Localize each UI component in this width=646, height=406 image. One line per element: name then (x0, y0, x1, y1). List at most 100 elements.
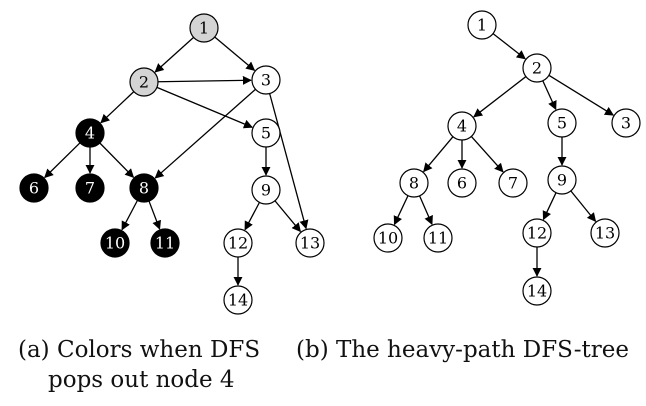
graph-a-edge-8-10 (121, 200, 139, 231)
graph-b-node-circle (547, 165, 577, 195)
graph-a-edge-4-6 (44, 142, 81, 179)
graph-a-node-label: 13 (300, 234, 320, 253)
graph-a-node-circle (251, 65, 281, 95)
graph-a-node-circle (251, 118, 281, 148)
graph-a-node-label: 14 (228, 291, 248, 310)
graph-a-node-14: 14 (223, 285, 253, 315)
graph-a-node-label: 12 (228, 234, 248, 253)
graph-b-edge-1-2 (492, 33, 526, 60)
graph-a-node-circle (223, 285, 253, 315)
caption-a-line1: (a) Colors when DFS (18, 337, 261, 363)
graph-b-node-label: 8 (409, 174, 419, 193)
graph-a-node-1: 1 (189, 13, 219, 43)
graph-a-node-circle (150, 228, 180, 258)
graph-a-edge-1-2 (154, 36, 195, 73)
graph-a-node-label: 3 (261, 71, 271, 90)
graph-a-node-label: 5 (261, 124, 271, 143)
graph-b-edge-9-13 (570, 190, 597, 223)
graph-b-node-circle (399, 168, 429, 198)
graph-a-node-circle (75, 118, 105, 148)
graph-b-node-14: 14 (522, 276, 552, 306)
graph-a-edge-2-3 (157, 75, 252, 85)
graph-a-node-10: 10 (100, 228, 130, 258)
graph-a-node-circle (295, 228, 325, 258)
graph-a-edge-1-3 (214, 36, 256, 71)
graph-a-node-8: 8 (129, 173, 159, 203)
graph-a-node-7: 7 (75, 173, 105, 203)
graph-a-node-label: 9 (261, 181, 271, 200)
graph-b-node-circle (547, 108, 577, 138)
graph-b-node-label: 12 (527, 224, 547, 243)
graph-a-node-circle (251, 175, 281, 205)
graph-a-node-label: 11 (155, 234, 175, 253)
graph-b-edge-9-12 (542, 192, 557, 221)
graph-a-edge-8-11 (148, 200, 161, 230)
graph-b-edge-8-11 (419, 195, 433, 226)
graph-b-node-9: 9 (547, 165, 577, 195)
graph-b-node-circle (423, 223, 453, 253)
graph-a-node-12: 12 (223, 228, 253, 258)
graph-a-node-circle (19, 173, 49, 203)
graph-a-node-circle (223, 228, 253, 258)
graph-a-node-circle (129, 173, 159, 203)
graph-a-node-4: 4 (75, 118, 105, 148)
graph-b-node-label: 5 (557, 114, 567, 133)
graph-b-node-label: 11 (428, 229, 448, 248)
graph-b-node-8: 8 (399, 168, 429, 198)
graph-a-node-13: 13 (295, 228, 325, 258)
graph-b-edge-4-7 (470, 135, 504, 173)
graph-b-node-12: 12 (522, 218, 552, 248)
graph-b-node-11: 11 (423, 223, 453, 253)
graph-b-node-label: 4 (457, 117, 467, 136)
graph-b-node-1: 1 (467, 10, 497, 40)
graph-b-node-label: 14 (527, 282, 547, 301)
graph-b-node-6: 6 (447, 168, 477, 198)
graph-b-node-label: 13 (595, 224, 615, 243)
graph-b-node-label: 2 (532, 59, 542, 78)
graph-b-node-label: 7 (508, 174, 518, 193)
graph-a-edge-3-13 (269, 93, 309, 230)
graph-b-edge-2-4 (473, 76, 527, 118)
graph-b-node-7: 7 (498, 168, 528, 198)
graph-a-node-circle (75, 173, 105, 203)
graph-b-edge-2-3 (548, 74, 615, 116)
graph-a-edge-9-12 (244, 202, 261, 231)
graph-b-edge-8-10 (393, 195, 409, 226)
graph-b-node-label: 10 (378, 229, 398, 248)
graph-b-node-circle (373, 223, 403, 253)
graph-a-node-circle (189, 13, 219, 43)
graph-b-node-circle (590, 218, 620, 248)
graph-b-node-circle (522, 276, 552, 306)
graph-b-node-4: 4 (447, 111, 477, 141)
graph-a-edge-3-8 (154, 88, 256, 179)
graph-a-node-label: 6 (29, 179, 39, 198)
graph-a-node-label: 8 (139, 179, 149, 198)
graph-a-node-label: 7 (85, 179, 95, 198)
graph-a-node-2: 2 (129, 67, 159, 97)
graph-a-node-circle (129, 67, 159, 97)
graph-a-node-6: 6 (19, 173, 49, 203)
graph-a-node-label: 1 (199, 19, 209, 38)
graph-b-node-label: 3 (621, 114, 631, 133)
graph-b-node-5: 5 (547, 108, 577, 138)
graph-b-node-10: 10 (373, 223, 403, 253)
caption-b: (b) The heavy-path DFS-tree (296, 337, 629, 363)
graph-b-node-circle (467, 10, 497, 40)
graph-a-edge-2-4 (100, 91, 135, 124)
graph-b-node-circle (447, 111, 477, 141)
graph-b-node-label: 1 (477, 16, 487, 35)
graph-b-node-2: 2 (522, 53, 552, 83)
graph-b-edge-4-8 (423, 136, 454, 173)
graph-a-node-11: 11 (150, 228, 180, 258)
graph-a-node-label: 10 (105, 234, 125, 253)
graph-b-node-circle (611, 108, 641, 138)
graph-b-edge-2-5 (542, 80, 557, 111)
graph-b-node-13: 13 (590, 218, 620, 248)
graph-a-edge-4-8 (99, 142, 135, 178)
graph-b-node-circle (522, 218, 552, 248)
graph-b-node-circle (522, 53, 552, 83)
graph-b-node-label: 6 (457, 174, 467, 193)
graph-a-edge-2-5 (156, 86, 254, 129)
